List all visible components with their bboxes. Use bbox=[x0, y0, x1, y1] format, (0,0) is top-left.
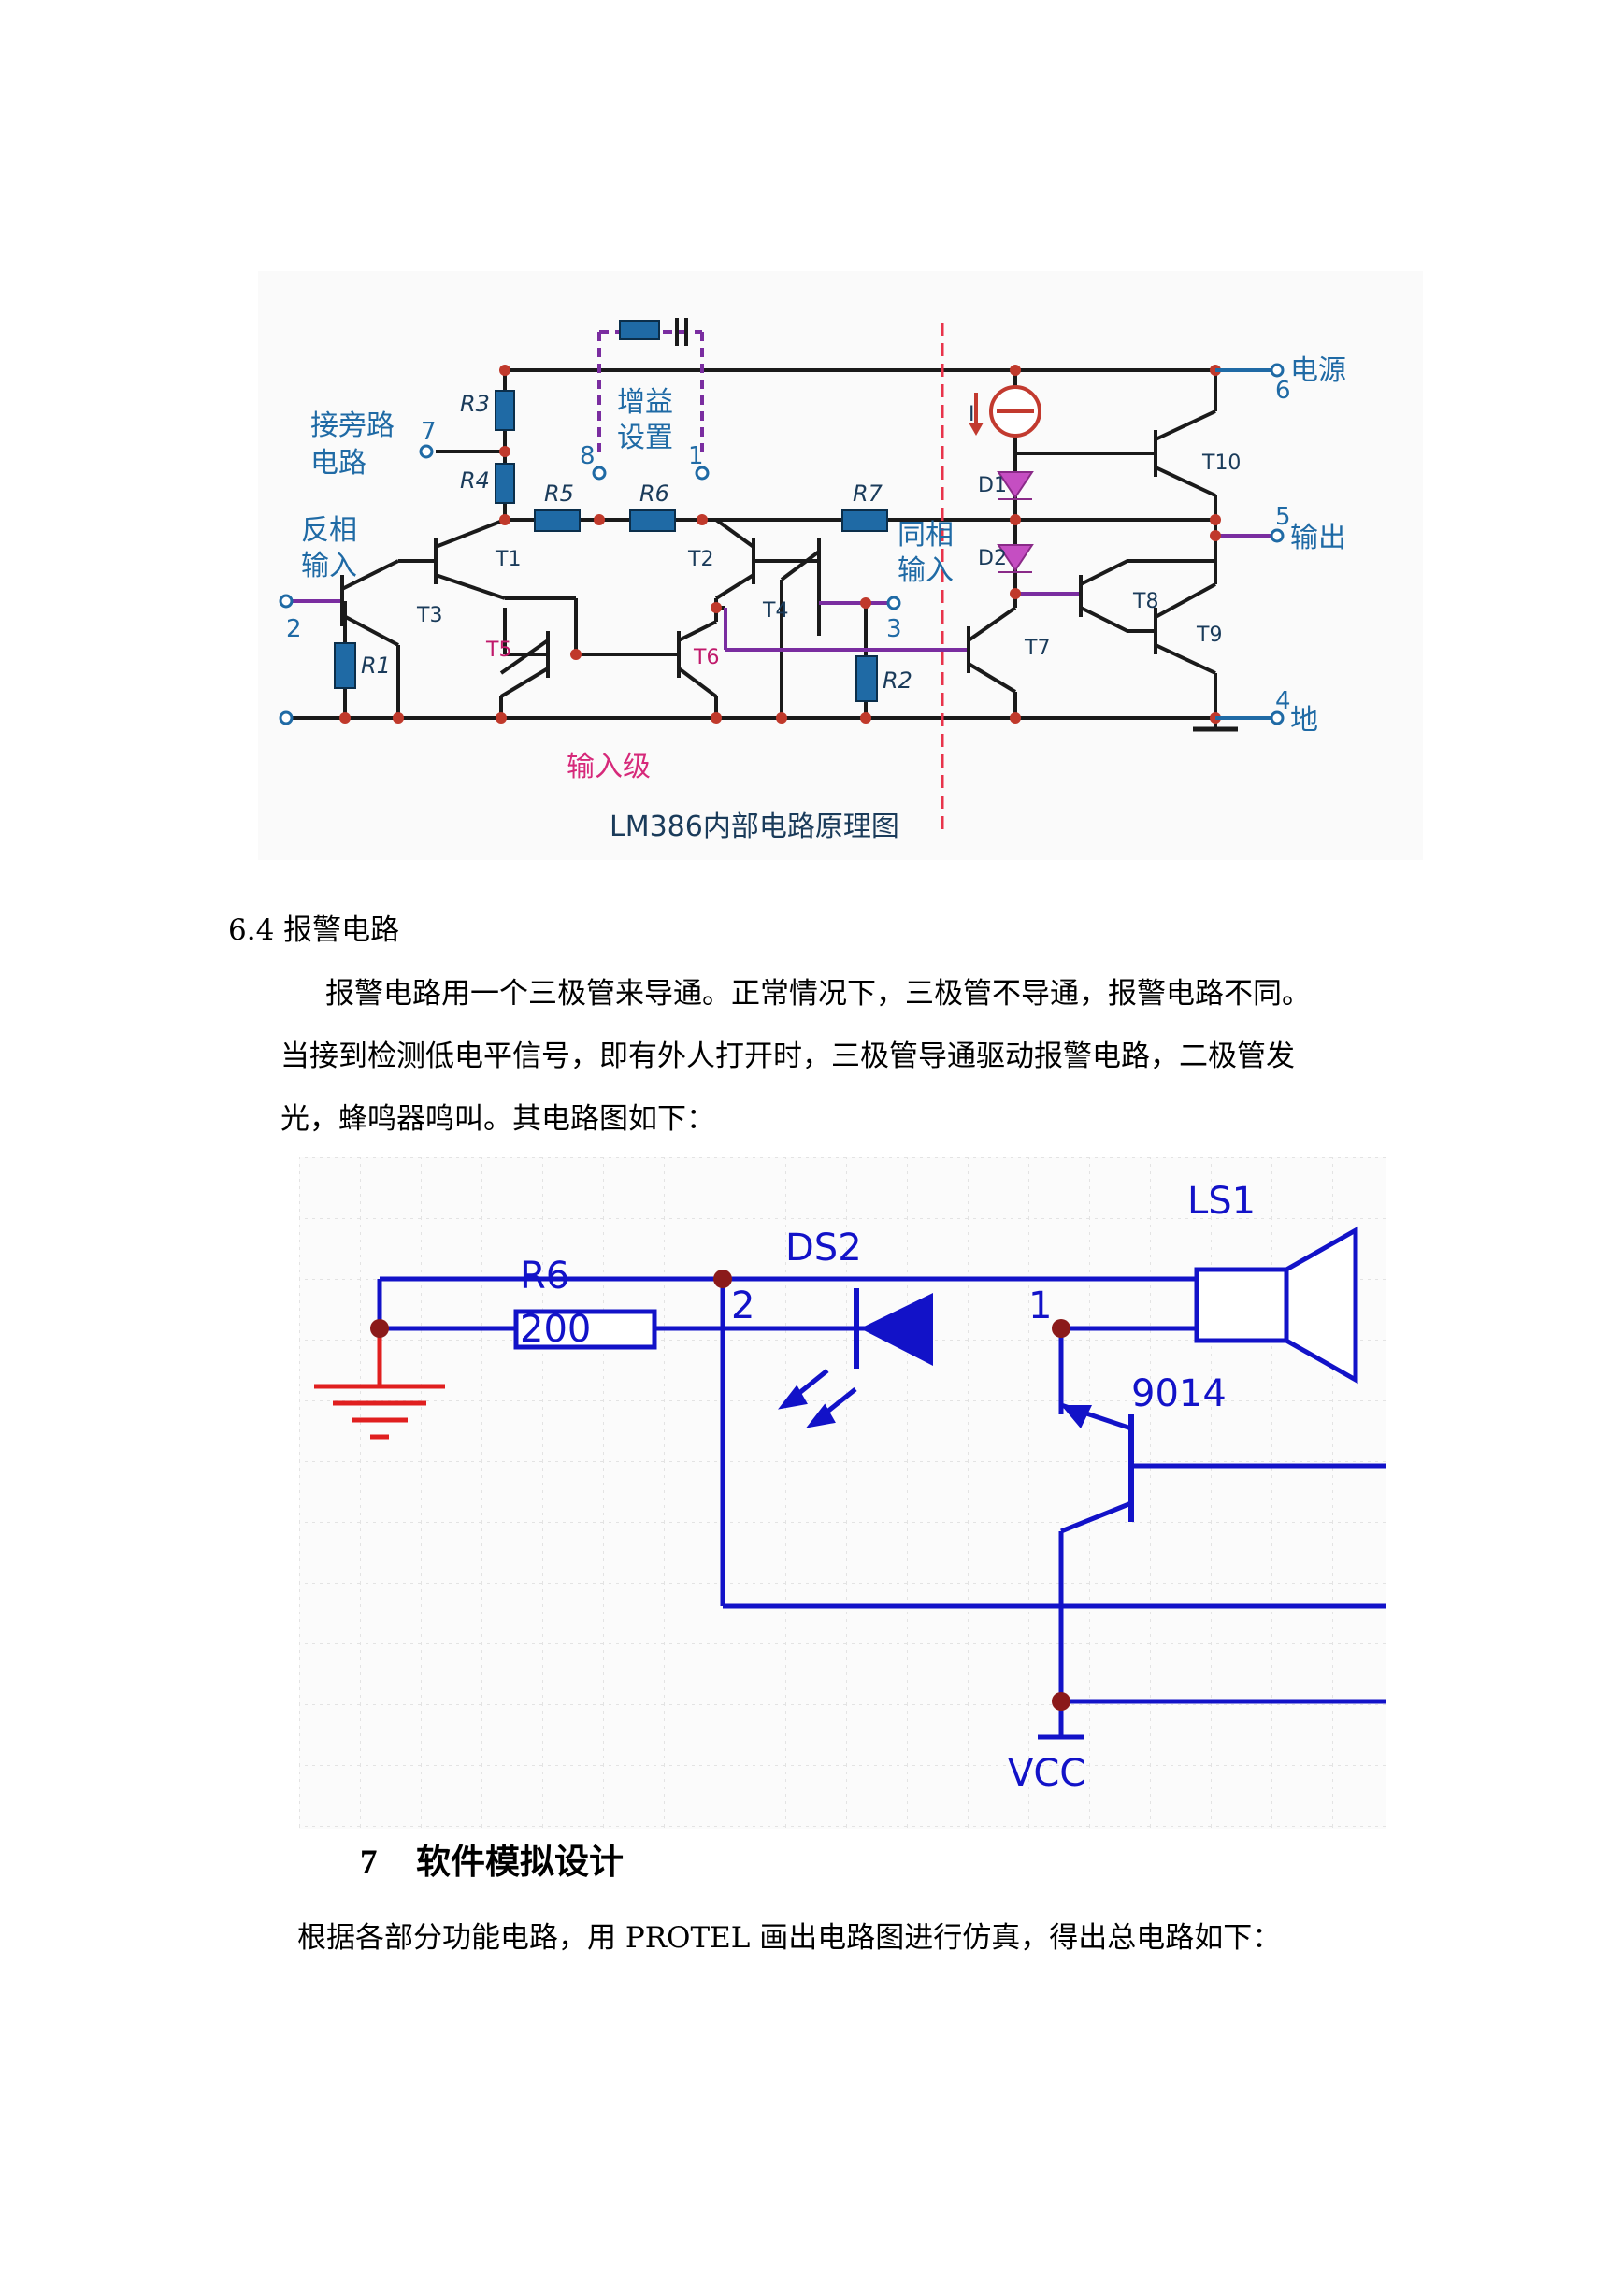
r4-label: R4 bbox=[460, 467, 490, 494]
t10-label: T10 bbox=[1201, 452, 1241, 475]
resistor-ref-label: R6 bbox=[520, 1255, 569, 1298]
r5-label: R5 bbox=[544, 481, 574, 507]
ground-label: 地 bbox=[1290, 704, 1318, 737]
t7-label: T7 bbox=[1024, 637, 1050, 660]
r3-label: R3 bbox=[460, 391, 490, 417]
led-pin-2-label: 2 bbox=[731, 1284, 754, 1327]
speaker-label: LS1 bbox=[1187, 1180, 1256, 1223]
chapter-paragraph: 根据各部分功能电路，用 PROTEL 画出电路图进行仿真，得出总电路如下： bbox=[297, 1921, 1282, 1955]
t1-label: T1 bbox=[495, 548, 521, 571]
speaker-icon bbox=[1284, 1226, 1358, 1385]
ground-symbol bbox=[314, 1328, 445, 1440]
inverting-label-line1: 反相 bbox=[301, 514, 357, 547]
d2-label: D2 bbox=[978, 547, 1007, 570]
transistor-label: 9014 bbox=[1131, 1372, 1227, 1415]
pin-1-label: 1 bbox=[688, 442, 704, 470]
figure-title: LM386内部电路原理图 bbox=[610, 811, 899, 843]
junction-dots bbox=[370, 1270, 1070, 1711]
power-label: 电源 bbox=[1290, 354, 1346, 387]
pin-2-label: 2 bbox=[286, 615, 302, 643]
chapter-title: 软件模拟设计 bbox=[416, 1841, 624, 1882]
alarm-circuit-diagram: LS1 DS2 R6 200 2 1 9014 VCC bbox=[299, 1157, 1386, 1829]
pin-8-label: 8 bbox=[580, 442, 596, 470]
chapter-heading-7: 7 软件模拟设计 bbox=[360, 1839, 624, 1886]
pin-terminals bbox=[279, 363, 1285, 725]
input-stage-label: 输入级 bbox=[567, 751, 651, 783]
bypass-label-line1: 接旁路 bbox=[310, 409, 395, 442]
section-heading-6-4: 6.4 报警电路 bbox=[228, 913, 400, 947]
r7-label: R7 bbox=[853, 481, 883, 507]
resistor-value-label: 200 bbox=[520, 1308, 591, 1351]
r6-label: R6 bbox=[639, 481, 669, 507]
pin-7-label: 7 bbox=[421, 418, 437, 446]
t3-label: T3 bbox=[416, 604, 442, 627]
output-label: 输出 bbox=[1290, 522, 1346, 554]
diode-symbols bbox=[997, 471, 1034, 573]
bypass-label-line2: 电路 bbox=[310, 447, 366, 480]
pin-5-label: 5 bbox=[1275, 503, 1291, 531]
gain-label-line2: 设置 bbox=[617, 422, 673, 454]
speaker-ls1-body bbox=[1194, 1267, 1289, 1343]
t4-label: T4 bbox=[762, 599, 788, 623]
t6-label: T6 bbox=[693, 646, 719, 669]
t2-label: T2 bbox=[687, 548, 713, 571]
resistor-bodies bbox=[334, 320, 888, 702]
r2-label: R2 bbox=[883, 667, 912, 694]
vcc-label: VCC bbox=[1008, 1752, 1085, 1795]
paragraph-line: 光，蜂鸣器鸣叫。其电路图如下： bbox=[280, 1102, 715, 1136]
t9-label: T9 bbox=[1196, 624, 1222, 647]
current-source-label: I bbox=[969, 403, 975, 426]
lm386-internal-circuit-diagram: 接旁路 电路 反相 输入 增益 设置 同相 输入 电源 输出 地 7 8 1 2… bbox=[258, 271, 1423, 860]
paragraph-line: 当接到检测低电平信号，即有外人打开时，三极管导通驱动报警电路，二极管发 bbox=[280, 1040, 1295, 1073]
d1-label: D1 bbox=[978, 474, 1007, 497]
gain-label-line1: 增益 bbox=[617, 386, 673, 419]
pin-4-label: 4 bbox=[1275, 687, 1291, 715]
pin-6-label: 6 bbox=[1275, 377, 1291, 405]
pin-3-label: 3 bbox=[886, 615, 902, 643]
led-label: DS2 bbox=[785, 1227, 862, 1270]
resistor-r6 bbox=[513, 1309, 657, 1350]
junction-dots bbox=[339, 365, 1221, 724]
led-emission-icon bbox=[778, 1369, 857, 1428]
inverting-label-line2: 输入 bbox=[301, 550, 357, 582]
led-pin-1-label: 1 bbox=[1028, 1284, 1052, 1327]
gain-capacitor bbox=[675, 318, 688, 346]
t5-label: T5 bbox=[485, 639, 511, 662]
noninverting-label-line2: 输入 bbox=[898, 554, 954, 587]
r1-label: R1 bbox=[361, 653, 391, 679]
chapter-number: 7 bbox=[360, 1844, 378, 1882]
led-ds2-symbol bbox=[860, 1293, 933, 1366]
t8-label: T8 bbox=[1132, 590, 1158, 613]
paragraph-line: 报警电路用一个三极管来导通。正常情况下，三极管不导通，报警电路不同。 bbox=[325, 977, 1311, 1011]
noninverting-label-line1: 同相 bbox=[898, 519, 954, 552]
diagram-background bbox=[258, 271, 1423, 860]
